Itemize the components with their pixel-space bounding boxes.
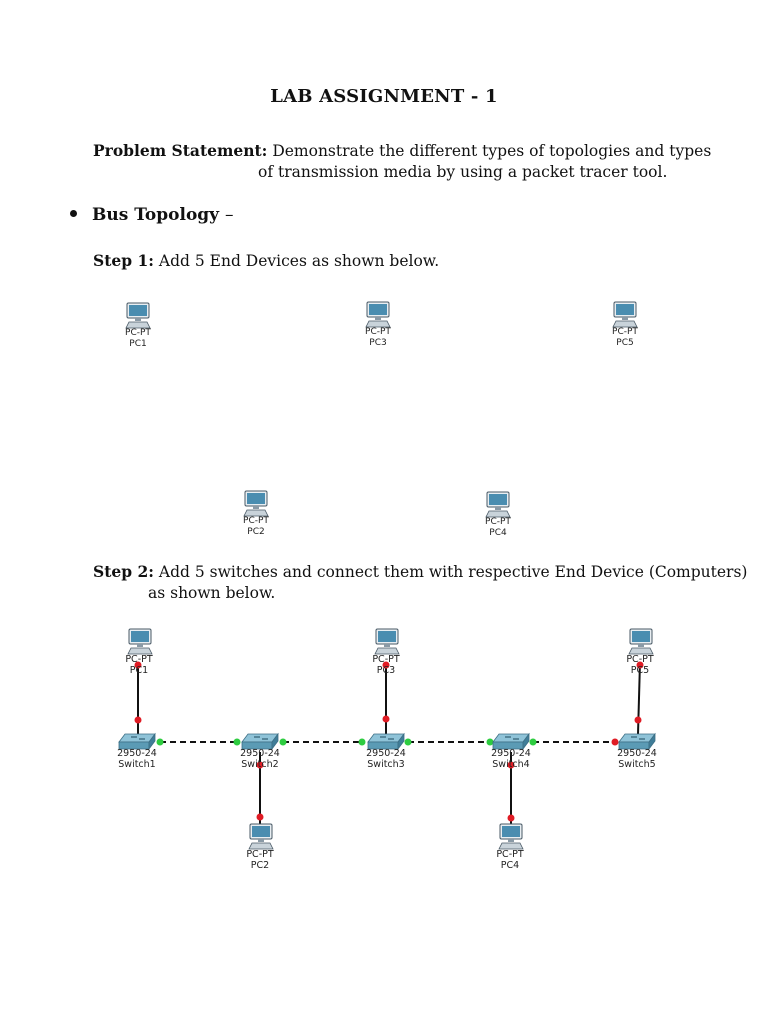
switch-icon — [241, 732, 279, 751]
switch-icon — [618, 732, 656, 751]
pc2-name: PC2 — [247, 527, 265, 537]
computer-icon — [374, 628, 400, 655]
section-heading: Bus Topology – — [70, 205, 233, 225]
step2-line2: as shown below. — [148, 584, 276, 602]
switch-icon — [367, 732, 405, 751]
bullet-icon — [70, 210, 77, 217]
switch1-device[interactable]: 2950-24 Switch1 — [117, 732, 157, 770]
computer-icon — [125, 302, 151, 329]
section-dash: – — [224, 205, 234, 225]
pc2-device[interactable]: PC-PT PC2 — [234, 490, 278, 537]
port-down-dot — [634, 716, 642, 724]
switch3-device[interactable]: 2950-24 Switch3 — [366, 732, 406, 770]
pc3-name-2: PC3 — [376, 665, 396, 676]
pc5-name: PC5 — [616, 338, 634, 348]
computer-icon — [498, 823, 524, 850]
step1-text: Add 5 End Devices as shown below. — [158, 252, 440, 270]
pc4-name: PC4 — [489, 528, 507, 538]
switch3-type: 2950-24 — [366, 748, 406, 759]
switch3-name: Switch3 — [367, 759, 405, 770]
computer-icon — [127, 628, 153, 655]
pc2-name-2: PC2 — [250, 860, 270, 871]
switch-icon — [492, 732, 530, 751]
switch5-name: Switch5 — [618, 759, 656, 770]
step1: Step 1: Add 5 End Devices as shown below… — [93, 250, 439, 272]
computer-icon — [485, 491, 511, 518]
pc4-type: PC-PT — [485, 517, 511, 527]
pc1-type: PC-PT — [125, 328, 151, 338]
pc2-type-2: PC-PT — [246, 849, 274, 860]
computer-icon — [365, 301, 391, 328]
pc1-device-2[interactable]: PC-PT PC1 — [117, 628, 161, 676]
pc4-device[interactable]: PC-PT PC4 — [476, 491, 520, 538]
port-down-dot — [134, 716, 142, 724]
step2-line1: Add 5 switches and connect them with res… — [158, 563, 748, 581]
problem-label: Problem Statement: — [93, 141, 268, 160]
switch2-device[interactable]: 2950-24 Switch2 — [240, 732, 280, 770]
problem-line1: Demonstrate the different types of topol… — [272, 142, 712, 160]
pc2-device-2[interactable]: PC-PT PC2 — [238, 823, 282, 871]
switch4-name: Switch4 — [492, 759, 530, 770]
pc5-type-2: PC-PT — [626, 654, 654, 665]
step1-label: Step 1: — [93, 251, 154, 270]
pc5-device[interactable]: PC-PT PC5 — [603, 301, 647, 348]
switch1-type: 2950-24 — [117, 748, 157, 759]
section-title: Bus Topology — [92, 205, 220, 225]
switch-icon — [118, 732, 156, 751]
pc5-name-2: PC5 — [630, 665, 650, 676]
switch4-device[interactable]: 2950-24 Switch4 — [491, 732, 531, 770]
pc3-type: PC-PT — [365, 327, 391, 337]
pc2-type: PC-PT — [243, 516, 269, 526]
pc1-device[interactable]: PC-PT PC1 — [116, 302, 160, 349]
port-down-dot — [382, 715, 390, 723]
page-title: LAB ASSIGNMENT - 1 — [270, 86, 498, 107]
pc3-device[interactable]: PC-PT PC3 — [356, 301, 400, 348]
problem-statement: Problem Statement: Demonstrate the diffe… — [93, 140, 733, 183]
computer-icon — [248, 823, 274, 850]
switch4-type: 2950-24 — [491, 748, 531, 759]
computer-icon — [243, 490, 269, 517]
port-down-dot — [507, 814, 515, 822]
pc5-type: PC-PT — [612, 327, 638, 337]
pc1-type-2: PC-PT — [125, 654, 153, 665]
pc1-name-2: PC1 — [129, 665, 149, 676]
step2-label: Step 2: — [93, 562, 154, 581]
port-up-dot — [279, 738, 287, 746]
port-up-dot — [156, 738, 164, 746]
pc4-device-2[interactable]: PC-PT PC4 — [488, 823, 532, 871]
switch1-name: Switch1 — [118, 759, 156, 770]
computer-icon — [612, 301, 638, 328]
step2: Step 2: Add 5 switches and connect them … — [93, 561, 747, 604]
pc5-device-2[interactable]: PC-PT PC5 — [618, 628, 662, 676]
pc3-name: PC3 — [369, 338, 387, 348]
switch2-name: Switch2 — [241, 759, 279, 770]
switch5-device[interactable]: 2950-24 Switch5 — [617, 732, 657, 770]
pc4-type-2: PC-PT — [496, 849, 524, 860]
pc3-device-2[interactable]: PC-PT PC3 — [364, 628, 408, 676]
switch2-type: 2950-24 — [240, 748, 280, 759]
pc1-name: PC1 — [129, 339, 147, 349]
pc3-type-2: PC-PT — [372, 654, 400, 665]
switch5-type: 2950-24 — [617, 748, 657, 759]
computer-icon — [628, 628, 654, 655]
port-up-dot — [358, 738, 366, 746]
problem-line2: of transmission media by using a packet … — [258, 163, 668, 181]
pc4-name-2: PC4 — [500, 860, 520, 871]
port-down-dot — [256, 813, 264, 821]
